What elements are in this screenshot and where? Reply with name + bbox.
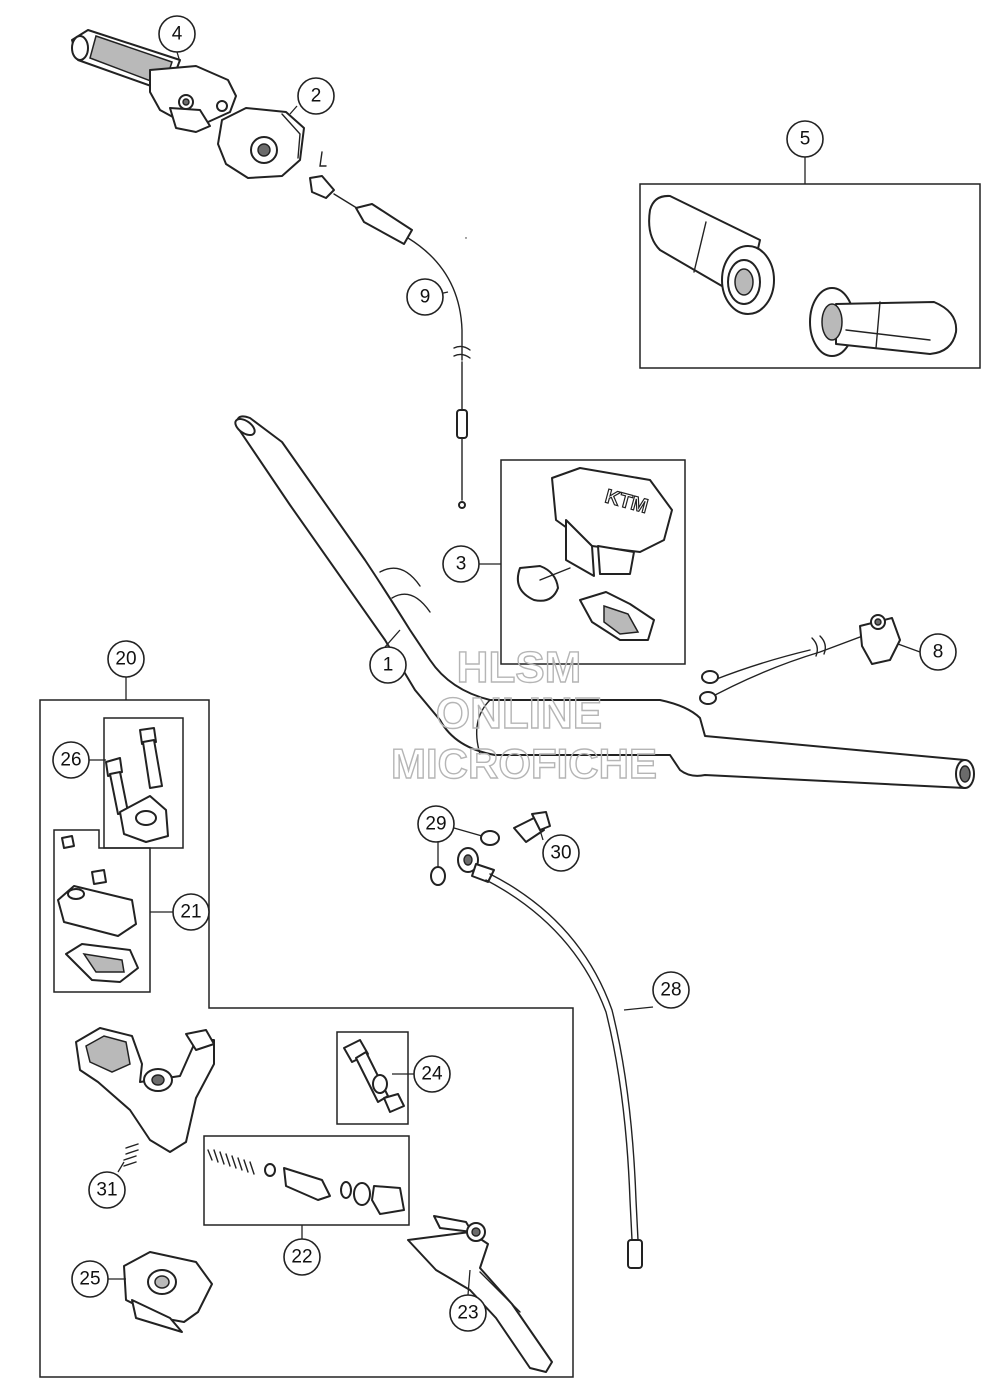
throttle-grip <box>71 29 237 133</box>
watermark-line-3: MICROFICHE <box>391 740 657 787</box>
svg-text:4: 4 <box>172 24 183 45</box>
handlebar <box>234 415 975 789</box>
svg-text:30: 30 <box>550 843 571 864</box>
svg-text:1: 1 <box>383 655 394 676</box>
grip-set <box>648 194 958 357</box>
callout-1: 1 <box>369 646 407 684</box>
svg-text:22: 22 <box>291 1247 312 1268</box>
frame-clutch-assembly <box>39 699 574 1378</box>
reservoir-cover <box>57 835 139 983</box>
frame-piston-kit <box>203 1135 410 1226</box>
svg-text:24: 24 <box>421 1064 443 1085</box>
callout-26: 26 <box>52 741 90 779</box>
banjo-fittings <box>430 811 551 886</box>
callout-25: 25 <box>71 1260 109 1298</box>
piston-kit <box>207 1149 405 1215</box>
svg-text:2: 2 <box>311 86 322 107</box>
clutch-lever <box>407 1215 553 1373</box>
svg-text:25: 25 <box>79 1269 100 1290</box>
svg-text:20: 20 <box>115 649 136 670</box>
callout-23: 23 <box>449 1294 487 1332</box>
pivot-bolt <box>343 1039 405 1113</box>
callout-4: 4 <box>158 15 196 53</box>
svg-text:26: 26 <box>60 750 81 771</box>
adjuster-spring <box>123 1143 139 1167</box>
svg-text:23: 23 <box>457 1303 478 1324</box>
throttle-housing-cover <box>217 107 305 179</box>
clamp-screws <box>105 727 169 843</box>
svg-text:31: 31 <box>96 1180 117 1201</box>
callout-30: 30 <box>542 834 580 872</box>
watermark-line-1: HLSM <box>457 643 582 692</box>
frame-reservoir-cover <box>53 829 151 993</box>
svg-text:29: 29 <box>425 814 446 835</box>
brake-hose <box>471 863 643 1269</box>
callout-3: 3 <box>442 545 480 583</box>
clutch-master-cylinder <box>75 1027 215 1153</box>
svg-text:28: 28 <box>660 980 681 1001</box>
callout-2: 2 <box>297 77 335 115</box>
callout-21: 21 <box>172 893 210 931</box>
frame-pivot-bolt <box>336 1031 409 1125</box>
svg-text:21: 21 <box>180 902 201 923</box>
throttle-cable <box>309 151 471 509</box>
callout-9: 9 <box>406 278 444 316</box>
kill-switch <box>699 614 901 705</box>
watermark: HLSM ONLINE MICROFICHE <box>390 642 657 787</box>
watermark-line-2: ONLINE <box>436 689 602 738</box>
handlebar-protector: KTM <box>516 467 673 641</box>
callout-20: 20 <box>107 640 145 678</box>
leader-lines <box>89 51 921 1296</box>
svg-text:9: 9 <box>420 287 431 308</box>
callout-8: 8 <box>919 633 957 671</box>
callout-31: 31 <box>88 1171 126 1209</box>
callout-24: 24 <box>413 1055 451 1093</box>
svg-text:3: 3 <box>456 554 467 575</box>
lever-guard <box>123 1251 213 1333</box>
frame-grips-kit <box>639 183 981 369</box>
callout-5: 5 <box>786 120 824 158</box>
callout-22: 22 <box>283 1238 321 1276</box>
svg-text:5: 5 <box>800 129 811 150</box>
frame-protector-kit <box>500 459 686 665</box>
svg-text:8: 8 <box>933 642 944 663</box>
callout-28: 28 <box>652 971 690 1009</box>
callout-29: 29 <box>417 805 455 843</box>
